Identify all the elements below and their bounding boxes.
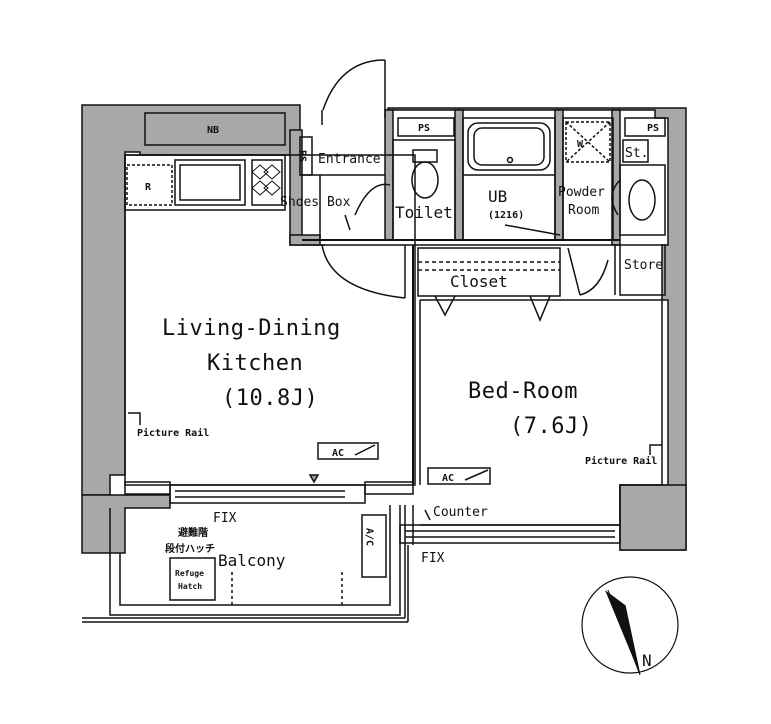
bedroom-title: Bed-Room xyxy=(468,379,578,404)
window-arrow xyxy=(308,474,320,484)
powder-room xyxy=(562,117,614,241)
refuge-hatch xyxy=(169,557,216,601)
stove xyxy=(251,159,283,206)
ps-label-vertical: PS xyxy=(297,150,308,162)
interior-lines xyxy=(82,59,666,623)
ps-box-top-right xyxy=(624,117,666,137)
ub-label: UB xyxy=(488,187,507,206)
bedroom-size: (7.6J) xyxy=(510,414,592,439)
entrance-label: Entrance xyxy=(318,152,381,167)
ac-unit-bed xyxy=(427,467,491,485)
ps-label-top-left: PS xyxy=(418,123,430,134)
washer-box xyxy=(565,121,611,163)
wall-partition-mid xyxy=(454,109,464,241)
store-box xyxy=(619,244,666,296)
picture-rail-bed: Picture Rail xyxy=(585,455,657,467)
refuge-label-2: Hatch xyxy=(178,582,202,591)
bedroom-window xyxy=(399,524,621,544)
ac-label-bed: AC xyxy=(442,473,454,484)
st-label: St. xyxy=(625,146,648,161)
toilet-bowl xyxy=(411,161,439,199)
kitchen-counter xyxy=(124,154,286,211)
counter-label: Counter xyxy=(433,505,488,520)
wall-partition-toilet xyxy=(384,109,394,241)
fix-label-ldk: FIX xyxy=(213,511,237,526)
closet-label: Closet xyxy=(450,272,508,291)
wall-column-left xyxy=(81,494,171,554)
r-label: R xyxy=(145,182,152,193)
ac-unit-ldk xyxy=(317,442,379,460)
ac-label-ldk: AC xyxy=(332,448,344,459)
compass: N xyxy=(581,576,679,676)
bathtub xyxy=(467,122,551,171)
compass-needle xyxy=(605,590,640,675)
labels: NB PS PS PS St. W R Entrance Shoes Box T… xyxy=(137,123,663,591)
powder-label: Powder xyxy=(558,185,605,200)
shoes-box-label: Shoes Box xyxy=(280,195,351,210)
ps-box-top-left xyxy=(397,117,455,137)
hatch-jp-2: 段付ハッチ xyxy=(165,542,215,555)
wall-column-right xyxy=(619,484,687,551)
sink-basin xyxy=(628,179,656,221)
compass-circle xyxy=(581,576,679,674)
nb-label: NB xyxy=(207,125,219,136)
picture-rail-ldk: Picture Rail xyxy=(137,427,209,439)
powder-room-label: Room xyxy=(568,203,599,218)
ldk-size: (10.8J) xyxy=(222,386,318,411)
ub-size-label: (1216) xyxy=(488,210,524,221)
ldk-title-2: Kitchen xyxy=(207,351,303,376)
ps-label-top-right: PS xyxy=(647,123,659,134)
fix-label-bed: FIX xyxy=(421,551,445,566)
wall-partition-ub xyxy=(554,109,564,241)
kitchen-sink xyxy=(179,164,241,201)
closet-box xyxy=(417,247,561,297)
refuge-label-1: Refuge xyxy=(175,569,204,578)
store-label: Store xyxy=(624,258,663,273)
outdoor-ac-label: A/C xyxy=(364,528,375,546)
ldk-window xyxy=(169,484,366,504)
w-label: W xyxy=(577,139,584,150)
balcony-label: Balcony xyxy=(218,551,286,570)
outdoor-ac-unit xyxy=(361,514,387,578)
ub-room xyxy=(462,117,556,241)
nb-box xyxy=(144,112,286,146)
walls xyxy=(81,104,687,554)
toilet-room xyxy=(392,139,456,241)
toilet-label: Toilet xyxy=(395,203,453,222)
hatch-jp-1: 避難階 xyxy=(177,526,208,539)
compass-n-label: N xyxy=(642,651,652,670)
ps-box-vertical xyxy=(299,136,313,176)
balcony-outline xyxy=(109,508,401,616)
ldk-title-1: Living-Dining xyxy=(162,316,341,341)
entrance-door-swing xyxy=(322,59,386,111)
